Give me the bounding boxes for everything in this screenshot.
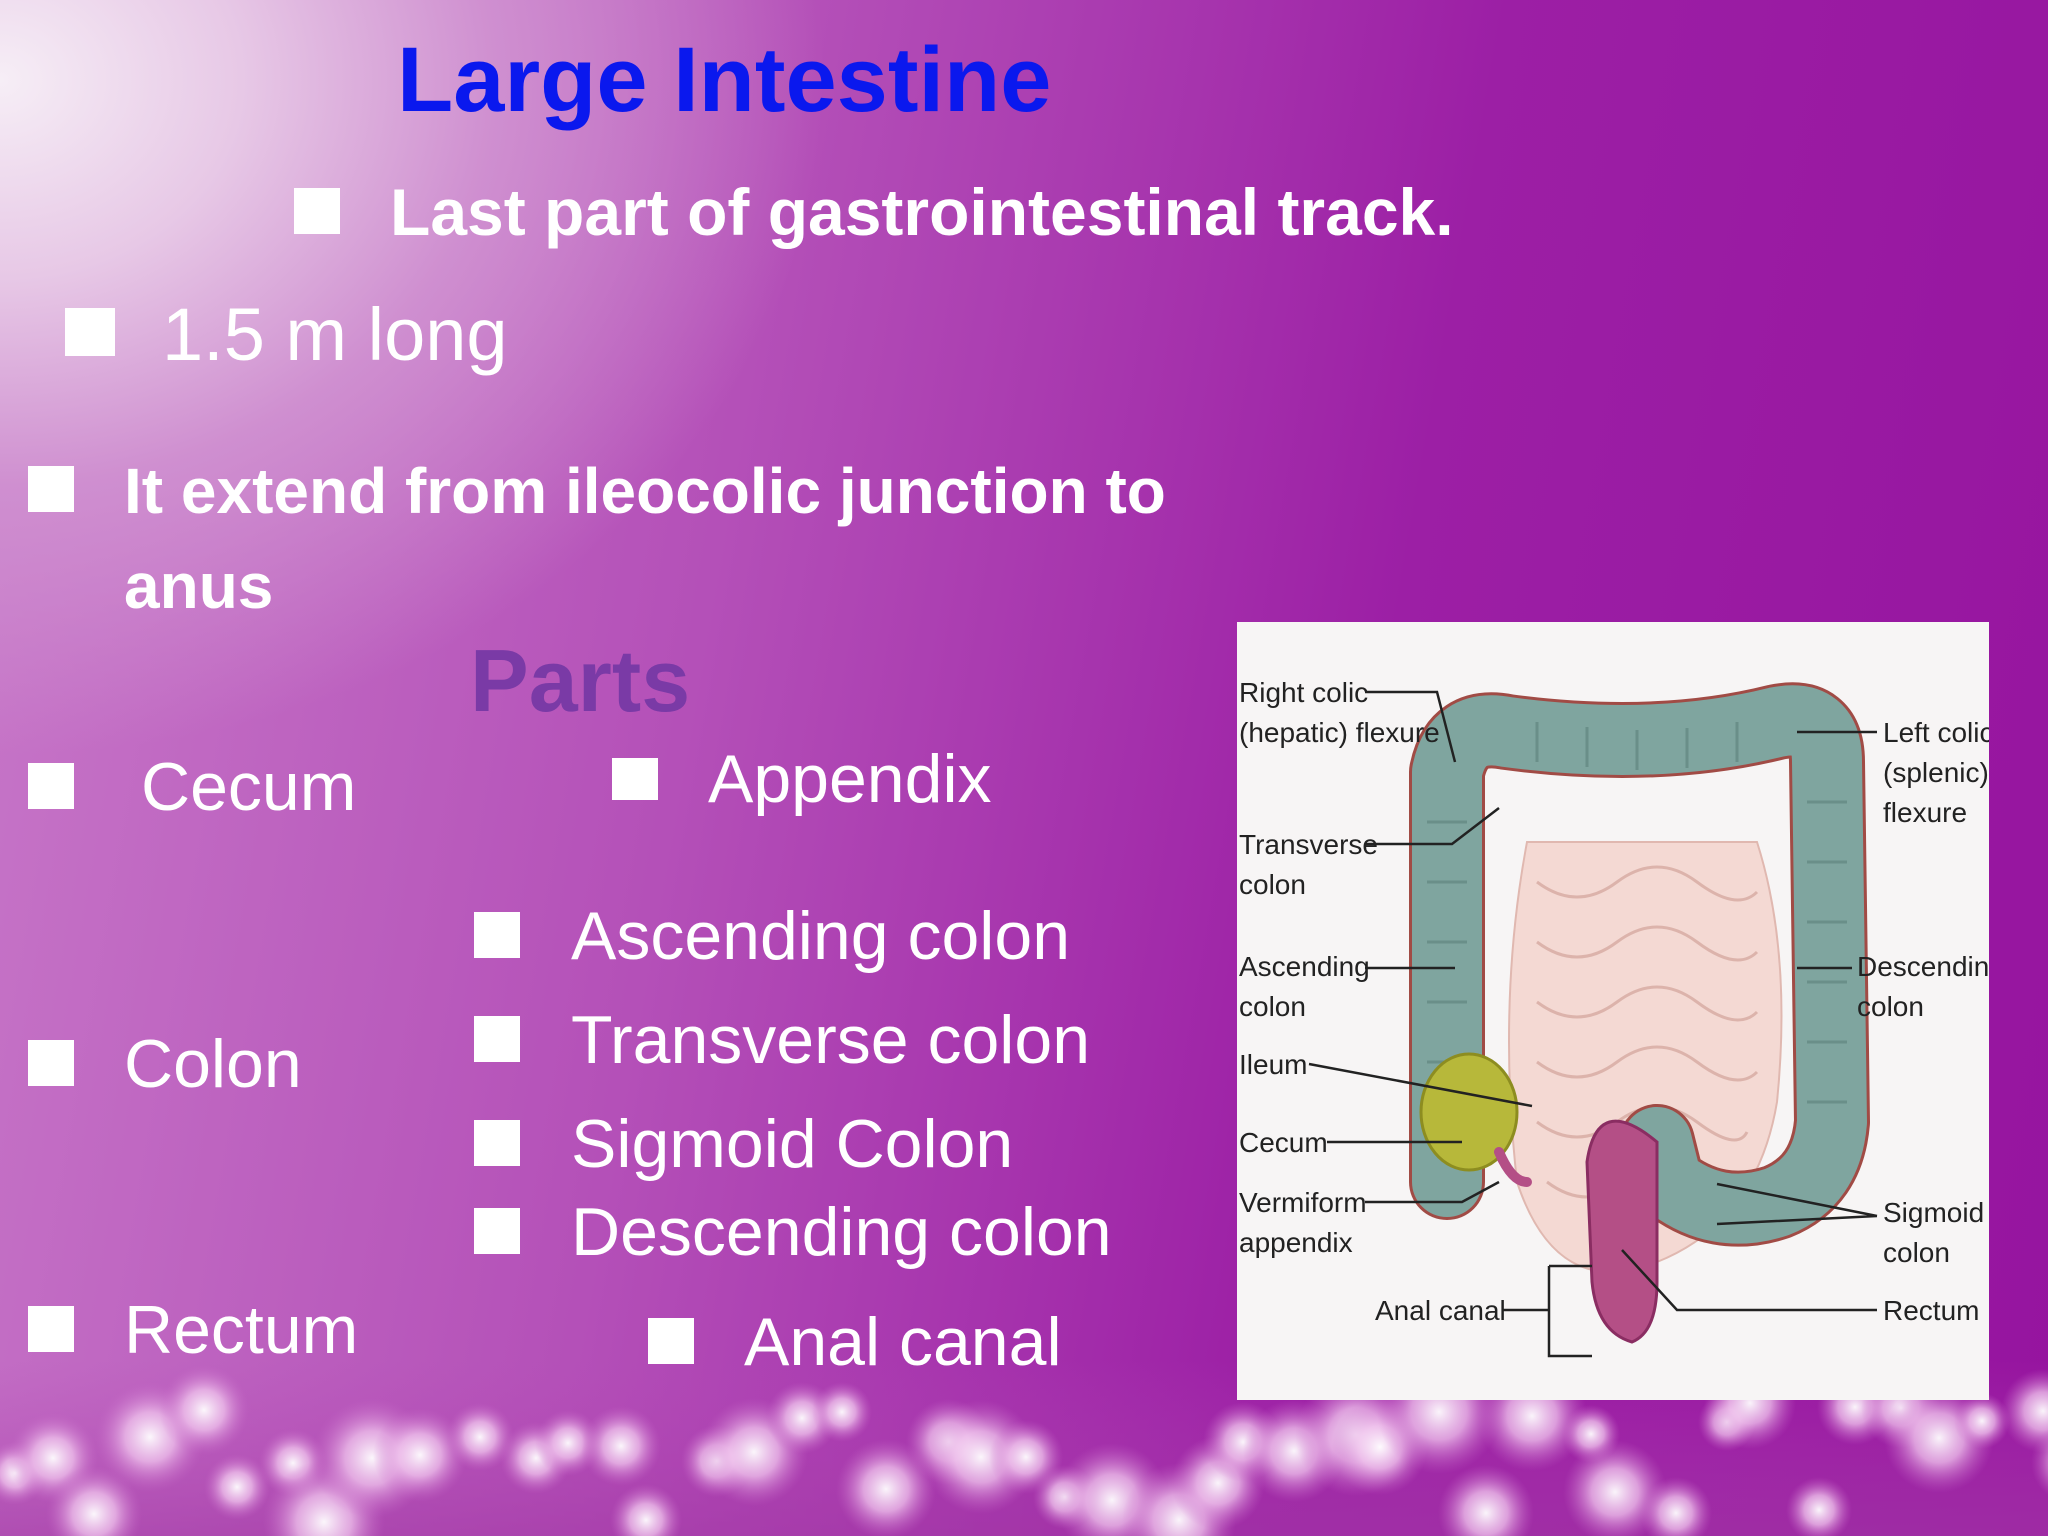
slide-title: Large Intestine [397, 29, 1052, 131]
flower-decoration [159, 1365, 249, 1455]
bullet-square [474, 912, 520, 958]
label-ileum: Ileum [1239, 1049, 1307, 1080]
label-rectum: Rectum [1883, 1295, 1979, 1326]
label-sigmoid-2: colon [1883, 1237, 1950, 1268]
label-right-colic-1: Right colic [1239, 677, 1368, 708]
part-ascending-colon: Ascending colon [571, 898, 1071, 974]
bullet-square [612, 758, 658, 800]
flower-decoration [581, 1406, 661, 1486]
flower-decoration [1954, 1393, 2010, 1449]
bullet-square [28, 1040, 74, 1086]
bullet-extend-line1: It extend from ileocolic junction to [124, 455, 1166, 527]
label-ascending-2: colon [1239, 991, 1306, 1022]
bullet-square [65, 308, 115, 356]
flower-decoration [610, 1484, 682, 1536]
label-vermiform-2: appendix [1239, 1227, 1353, 1258]
label-descending-2: colon [1857, 991, 1924, 1022]
bullet-square [474, 1208, 520, 1254]
bullet-square [28, 763, 74, 809]
part-anal-canal: Anal canal [744, 1304, 1062, 1380]
flower-decoration [373, 1408, 467, 1502]
colon [1412, 685, 1867, 1244]
bullet-square [648, 1318, 694, 1364]
flower-decoration [1640, 1477, 1712, 1536]
large-intestine-diagram: Right colic (hepatic) flexure Left colic… [1237, 622, 2005, 1400]
bullet-square [474, 1016, 520, 1062]
rectum-shape [1585, 1119, 1659, 1344]
flower-decoration [204, 1454, 270, 1520]
label-left-colic-2: (splenic) [1883, 757, 1989, 788]
flower-decoration [1786, 1477, 1852, 1536]
label-vermiform-1: Vermiform [1239, 1187, 1367, 1218]
parts-heading: Parts [470, 631, 691, 730]
bullet-last-part: Last part of gastrointestinal track. [390, 175, 1454, 249]
label-cecum: Cecum [1239, 1127, 1328, 1158]
bullet-square [28, 1306, 74, 1352]
flower-decoration [2001, 1369, 2048, 1453]
bullet-square [474, 1120, 520, 1166]
appendix-shape [1494, 1147, 1532, 1187]
bullet-square [294, 188, 340, 234]
part-sigmoid-colon: Sigmoid Colon [571, 1106, 1014, 1182]
flower-decoration [836, 1439, 936, 1536]
flower-decoration [812, 1382, 872, 1442]
bullet-extend-line2: anus [124, 550, 274, 622]
label-ascending-1: Ascending [1239, 951, 1370, 982]
bullet-length: 1.5 m long [162, 293, 508, 376]
label-left-colic-1: Left colic [1883, 717, 1989, 748]
flower-decoration [446, 1403, 514, 1471]
part-colon: Colon [124, 1026, 302, 1102]
flower-decoration [46, 1466, 142, 1536]
bullet-square [28, 466, 74, 512]
part-descending-colon: Descending colon [571, 1194, 1112, 1270]
label-sigmoid-1: Sigmoid [1883, 1197, 1984, 1228]
part-rectum: Rectum [124, 1292, 359, 1368]
label-left-colic-3: flexure [1883, 797, 1967, 828]
label-transverse-1: Transverse [1239, 829, 1378, 860]
flower-decoration [1438, 1465, 1534, 1536]
diagram-svg: Right colic (hepatic) flexure Left colic… [1237, 622, 2005, 1400]
label-descending-1: Descending [1857, 951, 1989, 982]
flower-decoration [2031, 1428, 2048, 1496]
part-appendix: Appendix [708, 741, 992, 817]
part-transverse-colon: Transverse colon [571, 1002, 1091, 1078]
label-anal-canal: Anal canal [1375, 1295, 1506, 1326]
label-right-colic-2: (hepatic) flexure [1239, 717, 1440, 748]
part-cecum: Cecum [141, 749, 357, 825]
label-transverse-2: colon [1239, 869, 1306, 900]
